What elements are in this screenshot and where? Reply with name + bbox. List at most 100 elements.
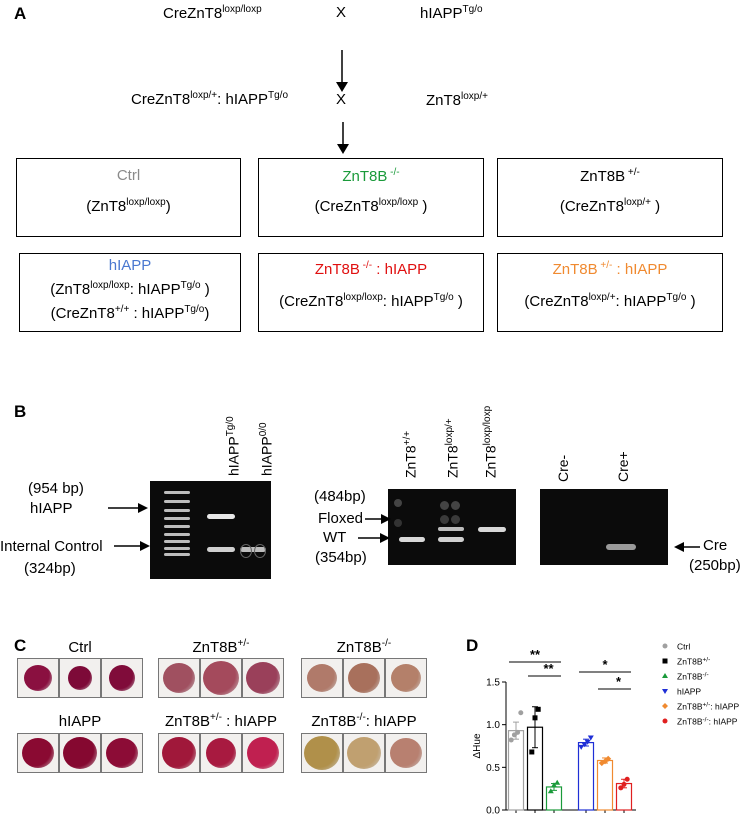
genotype-box-hiapp: hIAPP (ZnT8loxp/loxp: hIAPPTg/o ) (CreZn… <box>19 253 241 332</box>
islet-group-title: ZnT8B-/- <box>336 638 392 656</box>
islet <box>63 737 97 769</box>
legend-marker <box>662 673 668 678</box>
gel1-lane-label: hIAPP0/0 <box>258 422 275 476</box>
islet-image <box>343 658 385 698</box>
significance-label: * <box>602 657 608 672</box>
islet <box>203 661 239 695</box>
islet <box>391 664 421 692</box>
genotype-line: (CreZnT8loxp/loxp: hIAPPTg/o ) <box>279 292 463 310</box>
gel3-band-name: Cre <box>703 537 728 554</box>
cross2-right: ZnT8loxp/+ <box>426 91 488 109</box>
islet-image <box>59 658 101 698</box>
gel2-lane-label: ZnT8+/+ <box>402 430 419 478</box>
panel-b-label: B <box>14 402 27 421</box>
genotype-line: (CreZnT8+/+ : hIAPPTg/o) <box>50 304 210 322</box>
right-arrow-icon <box>365 514 391 524</box>
genotype-box-ctrl: Ctrl (ZnT8loxp/loxp) <box>16 158 241 237</box>
gel-image-cre <box>540 489 668 565</box>
data-point <box>587 735 594 741</box>
data-point <box>508 737 514 743</box>
islet <box>162 737 196 769</box>
data-point <box>584 739 591 745</box>
genotype-title: ZnT8B +/- <box>580 167 640 185</box>
data-point <box>621 781 627 787</box>
genotype-line: (ZnT8loxp/loxp) <box>86 197 171 215</box>
legend-label: Ctrl <box>677 642 690 652</box>
cross2-x: X <box>336 91 347 108</box>
data-point <box>602 758 608 765</box>
data-point <box>529 749 535 755</box>
gel2-band-bp: (354bp) <box>315 549 367 566</box>
hue-bar-chart: 0.00.51.01.5ΔHue******CtrlZnT8B+/-ZnT8B-… <box>472 642 739 817</box>
legend-label: hIAPP <box>677 687 701 697</box>
legend-marker <box>662 718 668 724</box>
data-point <box>624 776 630 782</box>
islet-group-title: hIAPP <box>58 713 102 730</box>
islet <box>163 663 195 693</box>
significance-label: ** <box>543 661 554 676</box>
islet <box>24 665 52 691</box>
islet <box>307 664 337 692</box>
right-arrow-icon <box>358 533 390 543</box>
islet-group-title: ZnT8B+/- : hIAPP <box>165 712 277 730</box>
legend-marker <box>662 658 668 664</box>
y-tick-label: 0.5 <box>486 763 500 774</box>
legend-label: ZnT8B-/- <box>677 672 709 682</box>
data-point <box>578 744 585 750</box>
data-point <box>535 706 541 712</box>
cross1-x: X <box>336 4 347 21</box>
data-point <box>532 715 538 721</box>
genotype-title: ZnT8B -/- <box>342 167 400 185</box>
genotype-title: hIAPP <box>108 257 152 274</box>
genotype-line: (CreZnT8loxp/+ ) <box>559 197 661 215</box>
gel2-band-name: Floxed <box>318 510 364 527</box>
islet-image <box>200 658 242 698</box>
left-arrow-icon <box>674 542 700 552</box>
islet-image <box>385 733 427 773</box>
genotype-title: ZnT8B +/- : hIAPP <box>552 260 668 278</box>
genotype-box-znt8b-ko-hiapp: ZnT8B -/- : hIAPP (CreZnT8loxp/loxp: hIA… <box>258 253 484 332</box>
genotype-line: (ZnT8loxp/loxp: hIAPPTg/o ) <box>50 280 210 298</box>
gel3-lane-label: Cre- <box>555 454 571 482</box>
gel1-band-name: hIAPP <box>30 500 73 517</box>
islet-image <box>301 658 343 698</box>
gel2-band-name: WT <box>323 529 347 546</box>
gel1-band-bp: (324bp) <box>24 560 76 577</box>
bar <box>577 741 595 811</box>
down-arrow-icon <box>337 122 349 154</box>
down-arrow-icon <box>336 50 348 92</box>
islet-image <box>158 733 200 773</box>
y-tick-label: 1.0 <box>486 720 500 731</box>
islet <box>390 738 422 768</box>
islet-group-title: ZnT8B-/-: hIAPP <box>311 712 417 730</box>
data-point <box>547 788 554 794</box>
legend-marker <box>662 703 668 709</box>
islet-image <box>343 733 385 773</box>
genotype-box-znt8b-ko: ZnT8B -/- (CreZnT8loxp/loxp ) <box>258 158 484 237</box>
panel-d-label: D <box>466 636 479 655</box>
bar <box>596 759 614 811</box>
gel2-band-bp: (484bp) <box>314 488 366 505</box>
data-point <box>554 779 561 785</box>
islet-image <box>101 658 143 698</box>
islet-group-title: ZnT8B+/- <box>192 638 250 656</box>
bar <box>507 730 525 811</box>
islet <box>304 736 340 770</box>
data-point <box>551 782 557 788</box>
islet <box>347 737 381 769</box>
islet-image <box>158 658 200 698</box>
cross1-right: hIAPPTg/o <box>420 4 483 22</box>
genotype-title: Ctrl <box>116 167 141 184</box>
panel-c-label: C <box>14 636 27 655</box>
islet-image <box>242 733 284 773</box>
gel2-lane-label: ZnT8loxp/loxp <box>482 405 499 478</box>
islet-image <box>17 733 59 773</box>
gel1-band-name: Internal Control <box>0 538 103 555</box>
significance-label: ** <box>530 647 541 662</box>
data-point <box>605 755 612 762</box>
data-point <box>581 742 588 748</box>
legend-label: ZnT8B+/- <box>677 657 710 667</box>
genotype-line: (CreZnT8loxp/+: hIAPPTg/o ) <box>524 292 696 310</box>
legend-label: ZnT8B+/-: hIAPP <box>677 702 739 712</box>
genotype-title: ZnT8B -/- : hIAPP <box>314 260 428 278</box>
